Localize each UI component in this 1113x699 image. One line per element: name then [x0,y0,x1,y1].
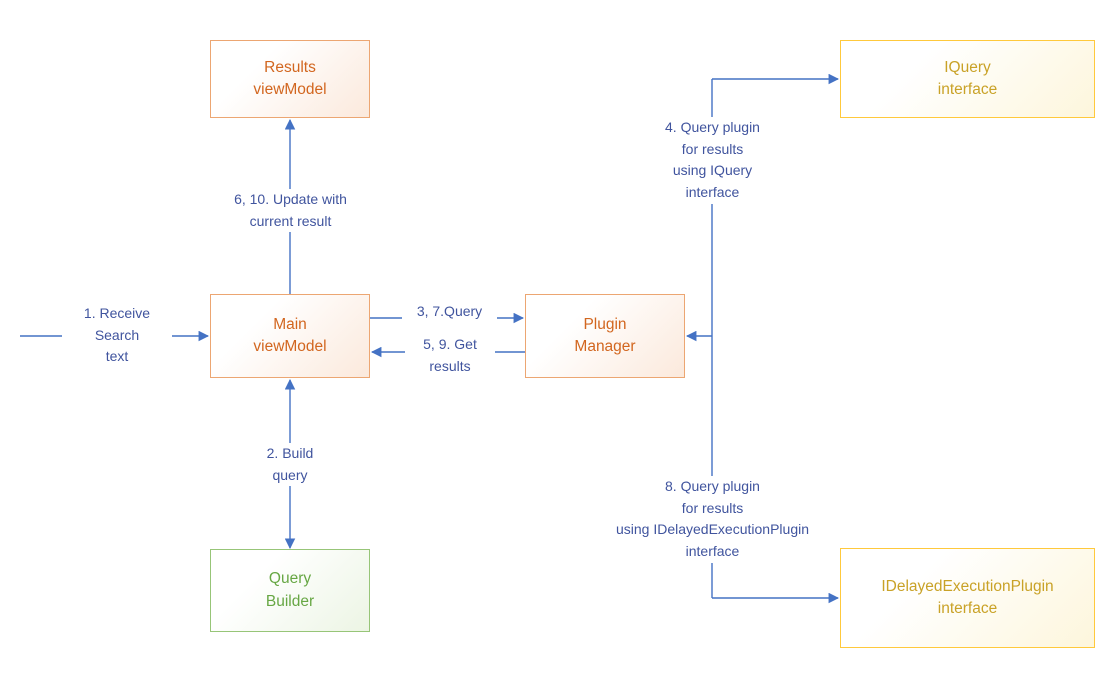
label-query: 3, 7.Query [402,301,497,323]
label-get-results: 5, 9. Get results [405,334,495,378]
label-receive-search-text: 1. Receive Search text [62,303,172,369]
box-query-builder: Query Builder [210,549,370,632]
box-plugin-manager: Plugin Manager [525,294,685,378]
box-main-viewmodel: Main viewModel [210,294,370,378]
box-results-viewmodel: Results viewModel [210,40,370,118]
label-query-plugin-idelayedexecutionplugin: 8. Query plugin for results using IDelay… [605,476,820,563]
label-build-query: 2. Build query [245,443,335,487]
box-iquery-interface: IQuery interface [840,40,1095,118]
label-update-with-current-result: 6, 10. Update with current result [213,189,368,233]
label-query-plugin-iquery: 4. Query plugin for results using IQuery… [640,117,785,204]
box-idelayedexecutionplugin-interface: IDelayedExecutionPlugin interface [840,548,1095,648]
